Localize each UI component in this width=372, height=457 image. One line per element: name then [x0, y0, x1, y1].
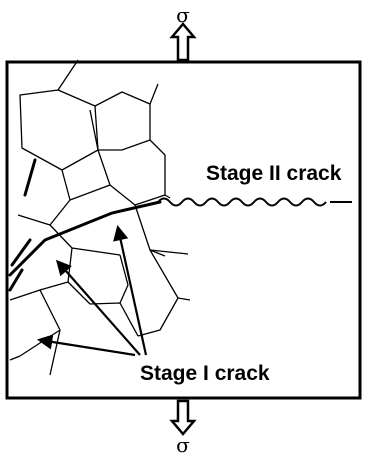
stage1-crack-paths	[8, 158, 162, 292]
specimen-box	[5, 60, 362, 400]
stage1-crack-label: Stage I crack	[140, 362, 270, 385]
grain-boundaries	[9, 59, 191, 376]
bottom-stress-arrow	[169, 399, 197, 436]
pointer-arrow-3	[36, 334, 136, 357]
stress-symbol-bottom: σ	[176, 433, 190, 457]
stress-symbol-top: σ	[176, 3, 190, 27]
top-stress-arrow	[169, 22, 197, 62]
stage2-crack-wave	[157, 197, 327, 207]
stage2-crack-label: Stage II crack	[206, 162, 342, 185]
pointer-arrow-1	[113, 224, 148, 356]
pointer-arrow-2	[55, 259, 141, 356]
stage1-pointer-arrows	[36, 224, 148, 357]
